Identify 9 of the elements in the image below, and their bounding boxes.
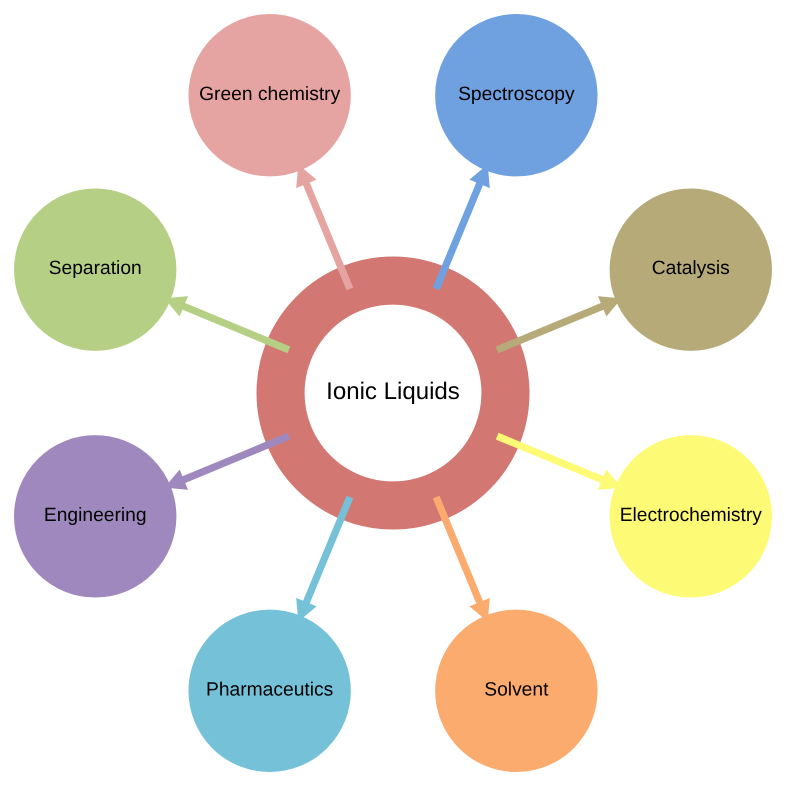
node-circle: Solvent (432, 607, 600, 774)
node-circle: Separation (12, 186, 179, 354)
node-circle: Green chemistry (186, 12, 354, 179)
node-circle: Engineering (12, 432, 179, 600)
node-circle: Spectroscopy (432, 12, 600, 179)
node-circle: Catalysis (607, 186, 774, 354)
node-circle: Electrochemistry (607, 432, 774, 600)
node-circle: Pharmaceutics (186, 607, 354, 774)
node-circle: Ionic Liquids (256, 256, 530, 530)
